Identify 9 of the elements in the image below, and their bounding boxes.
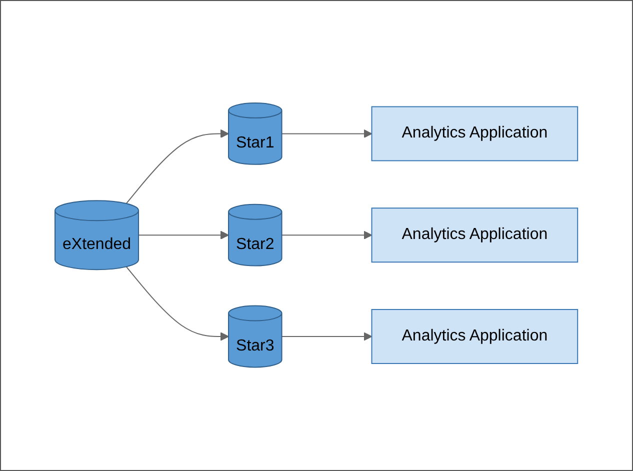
arrow [126, 130, 230, 204]
arrow [281, 130, 372, 138]
node-box: Analytics Application [371, 208, 578, 263]
node-box: Analytics Application [371, 106, 578, 162]
arrow [126, 266, 230, 342]
node-box: Analytics Application [371, 309, 578, 364]
arrow [281, 231, 372, 240]
arrow [138, 231, 230, 240]
arrow [281, 332, 372, 342]
